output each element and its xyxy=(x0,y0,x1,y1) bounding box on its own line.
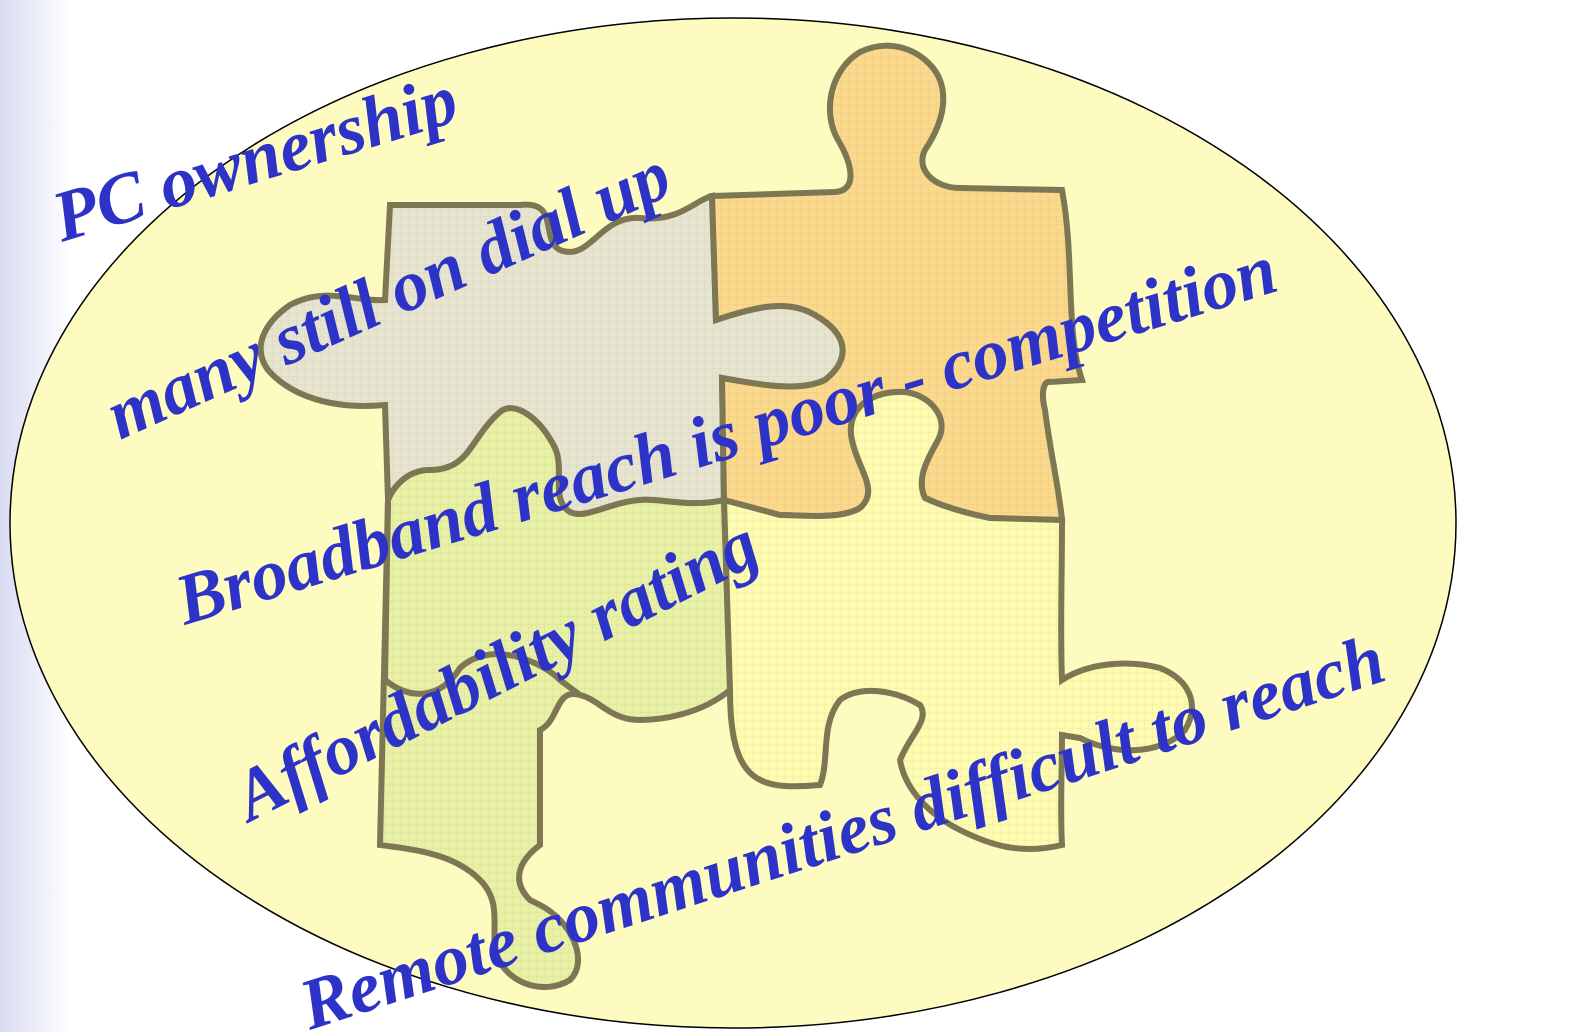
puzzle-piece-grey xyxy=(257,192,846,517)
puzzle-piece-yellow xyxy=(720,388,1195,853)
puzzle-piece-green xyxy=(376,405,734,990)
